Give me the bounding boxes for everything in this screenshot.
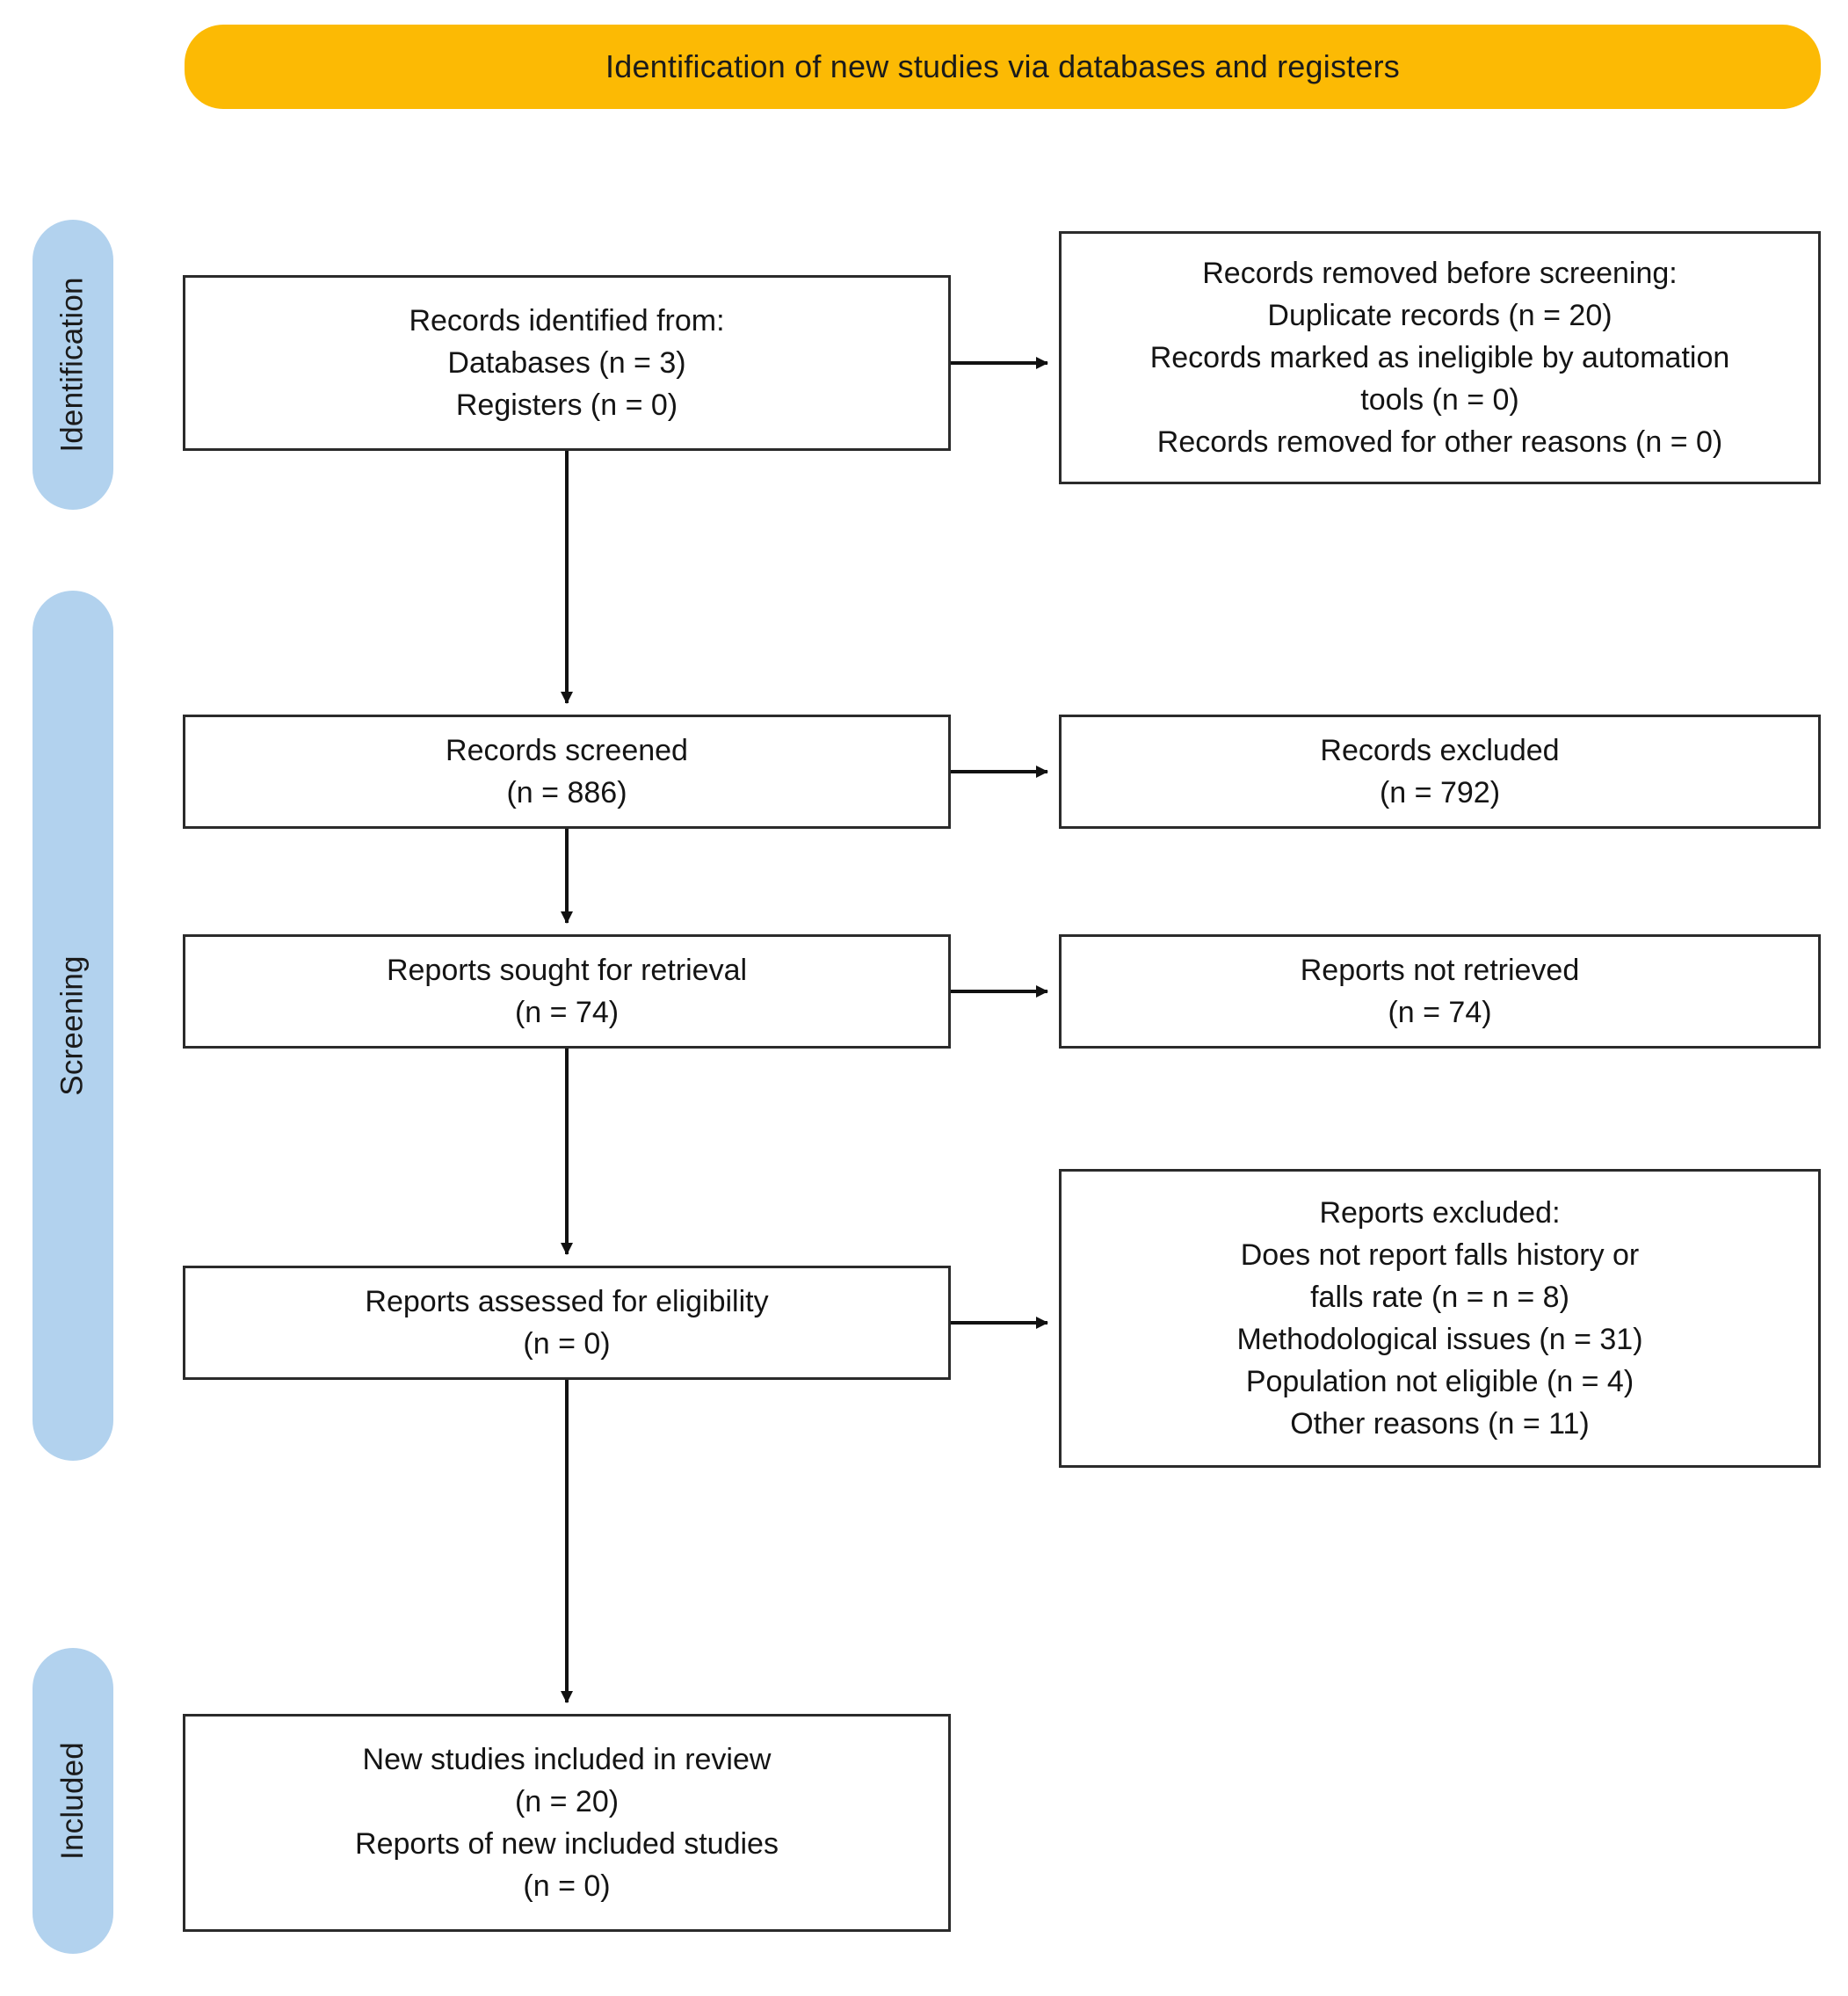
banner-identification: Identification of new studies via databa…	[185, 25, 1821, 109]
box-records-excluded: Records excluded (n = 792)	[1059, 715, 1821, 829]
box-reports-excluded: Reports excluded: Does not report falls …	[1059, 1169, 1821, 1468]
box-records-identified: Records identified from: Databases (n = …	[183, 275, 951, 451]
box-line: Registers (n = 0)	[455, 388, 678, 422]
box-reports-assessed-for-eligibility: Reports assessed for eligibility (n = 0)	[183, 1266, 951, 1380]
box-line: Records removed for other reasons (n = 0…	[1156, 425, 1723, 459]
box-line: Records marked as ineligible by automati…	[1149, 341, 1730, 374]
box-line: (n = 0)	[523, 1327, 611, 1361]
box-line: Duplicate records (n = 20)	[1267, 299, 1612, 332]
box-line: Does not report falls history or	[1240, 1238, 1640, 1272]
box-line: New studies included in review	[362, 1743, 772, 1776]
box-line: Methodological issues (n = 31)	[1236, 1323, 1643, 1356]
box-line: (n = 792)	[1379, 776, 1501, 809]
box-line: (n = 20)	[514, 1785, 620, 1818]
box-line: (n = 886)	[506, 776, 627, 809]
banner-title: Identification of new studies via databa…	[605, 48, 1400, 84]
box-line: Reports of new included studies	[355, 1827, 779, 1861]
box-line: Other reasons (n = 11)	[1290, 1407, 1590, 1441]
box-line: Population not eligible (n = 4)	[1245, 1365, 1634, 1398]
box-new-studies-included: New studies included in review (n = 20) …	[183, 1714, 951, 1932]
stage-pill-screening: Screening	[33, 591, 113, 1461]
box-line: falls rate (n = n = 8)	[1310, 1281, 1569, 1314]
box-line: Records removed before screening:	[1202, 257, 1678, 290]
box-line: tools (n = 0)	[1360, 383, 1519, 417]
box-records-screened: Records screened (n = 886)	[183, 715, 951, 829]
box-line: Reports sought for retrieval	[386, 954, 748, 987]
box-reports-not-retrieved: Reports not retrieved (n = 74)	[1059, 934, 1821, 1049]
box-line: Databases (n = 3)	[447, 346, 686, 380]
box-line: Records identified from:	[409, 304, 725, 338]
box-line: (n = 74)	[514, 996, 620, 1029]
box-line: Reports assessed for eligibility	[365, 1285, 769, 1318]
box-line: (n = 74)	[1388, 996, 1492, 1029]
box-line: Records screened	[446, 734, 688, 767]
stage-pill-identification: Identification	[33, 220, 113, 510]
box-line: Reports excluded:	[1319, 1196, 1561, 1230]
stage-pill-included: Included	[33, 1648, 113, 1954]
box-line: (n = 0)	[523, 1869, 611, 1903]
box-records-removed-before-screening: Records removed before screening: Duplic…	[1059, 231, 1821, 484]
box-line: Records excluded	[1320, 734, 1560, 767]
box-reports-sought-for-retrieval: Reports sought for retrieval (n = 74)	[183, 934, 951, 1049]
box-line: Reports not retrieved	[1300, 954, 1580, 987]
